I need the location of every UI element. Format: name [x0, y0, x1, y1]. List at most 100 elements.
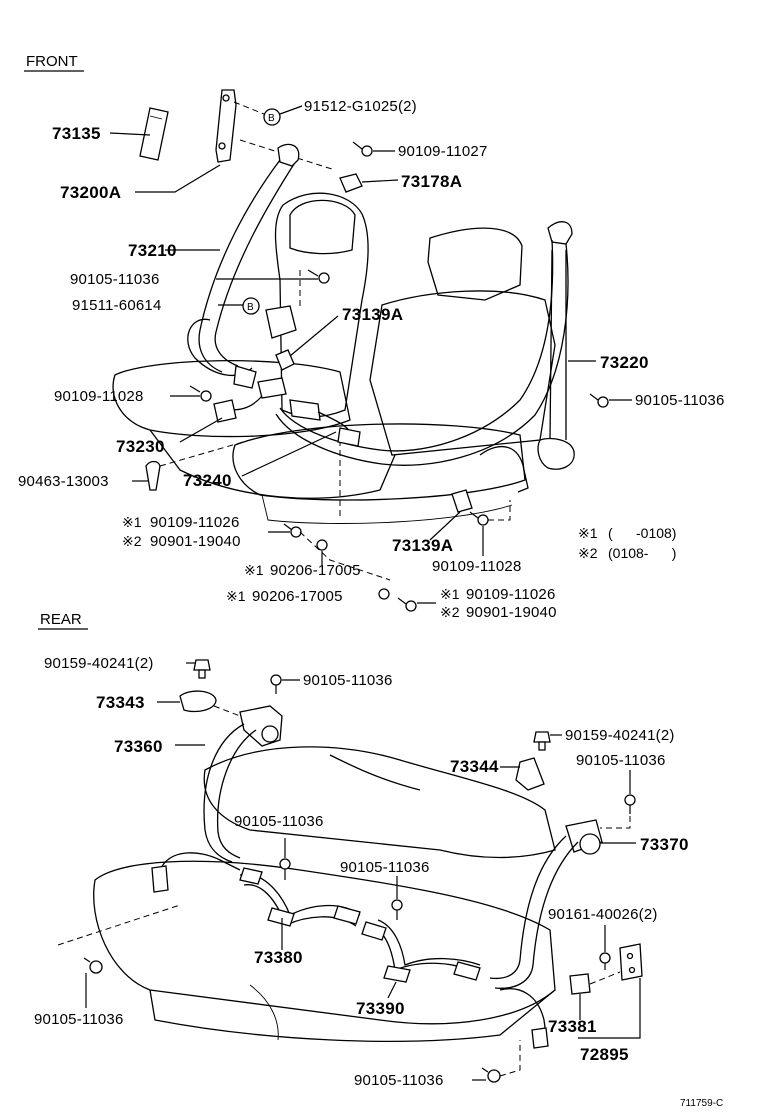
part-variant-bolt-right — [397, 597, 417, 612]
part-73210-retractor — [265, 305, 297, 339]
label-73220: 73220 — [600, 353, 649, 372]
label-90105-11036-mid2: 90105-11036 — [340, 859, 430, 876]
b-marker-top — [263, 108, 281, 126]
part-73381-bracket — [569, 973, 591, 995]
part-73139A-top — [275, 349, 295, 371]
dash-73343 — [213, 705, 241, 717]
label-73343: 73343 — [96, 693, 145, 712]
label-73230: 73230 — [116, 437, 165, 456]
dash-90463 — [159, 439, 251, 467]
b-marker-top-letter: B — [268, 113, 275, 124]
leader-73390 — [387, 981, 397, 999]
note-2-mark: ※2 — [578, 545, 598, 561]
part-73178A-cover — [339, 173, 363, 193]
part-72895-bracket — [619, 943, 643, 981]
part-90109-11027-bolt — [352, 141, 373, 157]
label-90105-11036-rear-left: 90105-11036 — [34, 1011, 124, 1028]
note-1-mark: ※1 — [578, 525, 598, 541]
label-73380: 73380 — [254, 948, 303, 967]
part-73370-rear-belt — [489, 819, 603, 1049]
part-73210-front-belt — [187, 143, 300, 389]
label-73200A: 73200A — [60, 183, 121, 202]
dash-rear-bottom — [499, 1040, 521, 1077]
part-73360-rear-belt — [151, 705, 283, 893]
part-90105-11036-rear-top-bolt — [270, 674, 282, 694]
label-90901-19040-left: 90901-19040 — [150, 533, 241, 550]
label-91512-G1025: 91512-G1025(2) — [304, 98, 417, 115]
part-90463-13003-clip — [145, 460, 161, 491]
rear-section-title: REAR — [40, 611, 82, 628]
label-90161-40026: 90161-40026(2) — [548, 906, 658, 923]
label-73178A: 73178A — [401, 172, 462, 191]
diagram-reference-code: 711759-C — [680, 1098, 723, 1109]
label-90206-17005-b: 90206-17005 — [252, 588, 343, 605]
leader-73139A-top — [289, 315, 339, 357]
label-73139A-top: 73139A — [342, 305, 403, 324]
label-90105-11036-a: 90105-11036 — [70, 271, 160, 288]
dash-bottom-bolt — [488, 500, 511, 521]
leader-72895 — [610, 978, 641, 1039]
part-90109-11028-bolt-bottom — [469, 511, 489, 526]
label-73344: 73344 — [450, 757, 499, 776]
part-90109-11028-bolt-left — [189, 385, 212, 402]
label-73135: 73135 — [52, 124, 101, 143]
dash-rear-left — [57, 904, 181, 946]
label-73390: 73390 — [356, 999, 405, 1018]
label-90901-19040-right: 90901-19040 — [466, 604, 557, 621]
label-91511-60614: 91511-60614 — [72, 297, 162, 314]
dash-73381 — [589, 971, 621, 985]
leader-73230 — [179, 417, 223, 443]
note-2-text: (0108- ) — [608, 545, 676, 561]
label-73240: 73240 — [183, 471, 232, 490]
part-90159-40241-right — [533, 731, 551, 751]
label-90159-40241-left: 90159-40241(2) — [44, 655, 154, 672]
dash-upper-anchor — [239, 139, 336, 171]
part-73220-front-belt — [275, 221, 575, 493]
part-90206-17005-washer-b — [378, 588, 390, 600]
part-90105-11036-mid-bolt-1 — [279, 858, 291, 880]
label-90109-11027: 90109-11027 — [398, 143, 488, 160]
label-90109-11028-bottom: 90109-11028 — [432, 558, 522, 575]
variant-mark-1-washer-b: ※1 — [226, 588, 246, 604]
label-73210: 73210 — [128, 241, 177, 260]
variant-mark-2-left: ※2 — [122, 533, 142, 549]
label-90105-11036-mid1: 90105-11036 — [234, 813, 324, 830]
part-90161-40026-bolt — [599, 952, 611, 970]
dash-rear-right — [600, 816, 631, 829]
part-73230-buckle — [213, 377, 287, 423]
label-73360: 73360 — [114, 737, 163, 756]
part-73200A-adjuster — [215, 89, 237, 163]
variant-mark-1-left: ※1 — [122, 514, 142, 530]
label-90159-40241-right: 90159-40241(2) — [565, 727, 675, 744]
label-90109-11026-left: 90109-11026 — [150, 514, 240, 531]
leader-73139A-bottom — [429, 511, 461, 541]
part-90105-11036-rear-right-bolt — [624, 794, 636, 814]
variant-mark-1-washer-a: ※1 — [244, 562, 264, 578]
rear-seat-illustration — [93, 746, 556, 1042]
part-90105-11036-bolt-a — [307, 269, 330, 284]
part-73390-center-belt — [361, 919, 481, 983]
label-90109-11026-right: 90109-11026 — [466, 586, 556, 603]
leader-73135 — [109, 132, 151, 136]
part-73380-center-belt — [239, 867, 361, 927]
variant-mark-1-right: ※1 — [440, 586, 460, 602]
note-1-text: ( -0108) — [608, 525, 676, 541]
b-marker-mid-letter: B — [247, 302, 254, 313]
part-90159-40241-left — [193, 659, 211, 679]
dash-variant-left — [299, 531, 391, 581]
label-73139A-bottom: 73139A — [392, 536, 453, 555]
label-90105-11036-rear-top: 90105-11036 — [303, 672, 393, 689]
label-90105-11036-right: 90105-11036 — [635, 392, 725, 409]
variant-mark-2-right: ※2 — [440, 604, 460, 620]
leader-91512 — [279, 105, 303, 115]
part-90206-17005-washer-a — [316, 539, 328, 551]
part-73135-cover — [139, 107, 169, 161]
part-90105-11036-bolt-right — [589, 393, 609, 408]
front-seat-illustration — [112, 192, 556, 524]
part-variant-bolt-left — [283, 523, 302, 538]
label-90463-13003: 90463-13003 — [18, 473, 109, 490]
label-73381: 73381 — [548, 1017, 597, 1036]
label-90105-11036-rear-right: 90105-11036 — [576, 752, 666, 769]
leader-73178A — [361, 179, 399, 183]
